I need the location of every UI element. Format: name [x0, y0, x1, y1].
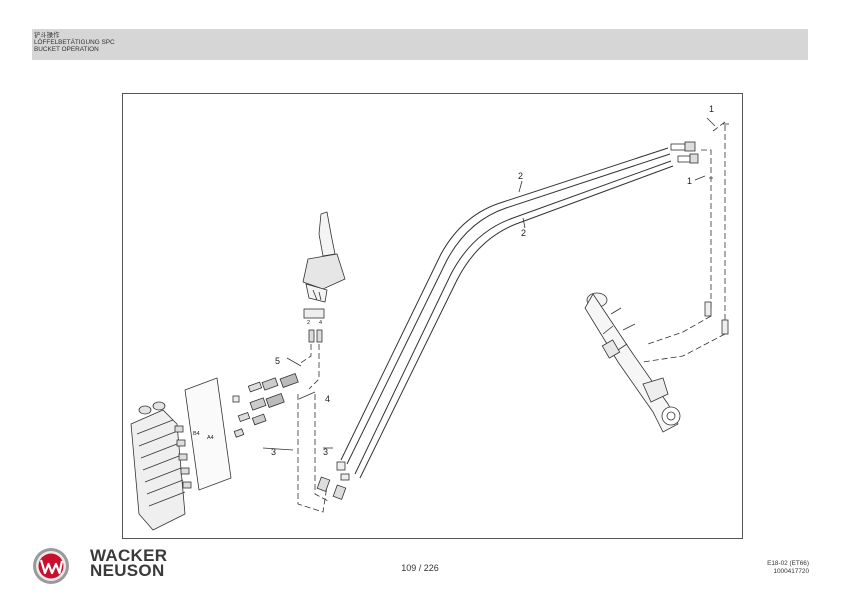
port-label-a4: A4	[207, 435, 214, 441]
document-reference: E18-02 (ET66) 1000417720	[767, 560, 809, 576]
header-bar: 铲斗操作 LÖFFELBETÄTIGUNG SPC BUCKET OPERATI…	[32, 29, 808, 60]
title-english: BUCKET OPERATION	[34, 46, 99, 53]
callout-1-lower: 1	[687, 176, 692, 186]
brand-wordmark: WACKER NEUSON	[90, 546, 180, 580]
brand-line-2: NEUSON	[90, 561, 165, 580]
port-label-b4: B4	[193, 431, 200, 437]
callout-4: 4	[325, 394, 330, 404]
port-label-2: 2	[307, 320, 310, 326]
page-number: 109 / 226	[401, 563, 439, 573]
callout-1-top: 1	[709, 104, 714, 114]
doc-number: 1000417720	[773, 568, 809, 575]
brand-line-1: WACKER	[90, 546, 168, 565]
callout-2-upper: 2	[518, 171, 523, 181]
wacker-neuson-logo-icon	[32, 547, 70, 585]
callout-3-right: 3	[323, 447, 328, 457]
callout-3-left: 3	[271, 447, 276, 457]
doc-code: E18-02 (ET66)	[767, 560, 809, 567]
parts-diagram: 1 1 2 2 3 3 4 5 2 4 B4 A4	[130, 104, 729, 531]
parts-diagram-frame: 1 1 2 2 3 3 4 5 2 4 B4 A4	[122, 93, 743, 539]
title-chinese: 铲斗操作	[34, 32, 60, 39]
port-label-4: 4	[319, 320, 322, 326]
title-german: LÖFFELBETÄTIGUNG SPC	[34, 39, 115, 46]
callout-2-lower: 2	[521, 228, 526, 238]
callout-5: 5	[275, 356, 280, 366]
